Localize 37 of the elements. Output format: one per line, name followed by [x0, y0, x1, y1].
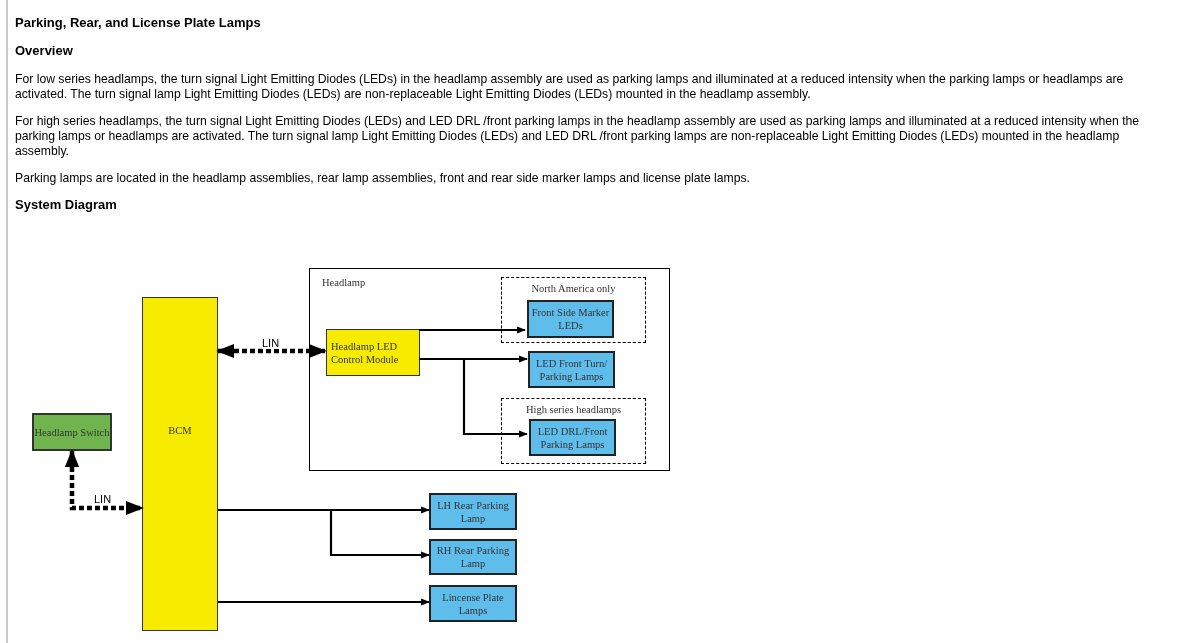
box-label: LH Rear Parking Lamp	[436, 498, 510, 525]
lamp-box	[527, 300, 614, 338]
lamp-box	[429, 539, 517, 575]
arrow	[218, 598, 430, 606]
dashed-group	[501, 277, 646, 343]
page-title: Parking, Rear, and License Plate Lamps	[15, 14, 262, 32]
paragraph: Parking lamps are located in the headlamp assemblies, rear lamp assemblies, front and rear side marker lamps and license plate lamps.	[15, 171, 751, 186]
dashed-group	[501, 398, 646, 464]
headlamp-frame	[309, 268, 670, 471]
edge-label: LIN	[94, 493, 112, 505]
switch-box	[32, 413, 112, 451]
box-label: High series headlamps	[524, 403, 623, 417]
lin-bus-arrow	[216, 343, 327, 359]
bcm-bar	[142, 297, 218, 631]
section-heading: System Diagram	[15, 196, 118, 214]
box-label: Headlamp	[322, 276, 366, 290]
box-label: BCM	[168, 424, 192, 438]
paragraph: For low series headlamps, the turn signal Light Emitting Diodes (LEDs) in the headlamp assembly are used as parking lamps and illuminated at a reduced intensity when the parking lamps or headlamps are activated. The turn signal lamp Light Emitting Diodes (LEDs) are non-replaceable Light Emitting Diodes (LEDs) mounted in the headlamp assembly.	[15, 72, 1125, 102]
box-label: Headlamp LED Control Module	[330, 339, 400, 366]
lamp-box	[429, 493, 517, 530]
box-label: Headlamp Switch	[34, 425, 110, 439]
box-label: North America only	[530, 282, 617, 296]
arrow	[419, 326, 526, 334]
module-box	[326, 329, 420, 376]
box-label: LED Front Turn/ Parking Lamps	[534, 356, 609, 383]
lamp-box	[429, 585, 517, 622]
lin-bus-arrow	[64, 449, 144, 516]
box-label: LED DRL/Front Parking Lamps	[536, 424, 609, 451]
box-label: RH Rear Parking Lamp	[435, 544, 511, 570]
box-label: Lincense Plate Lamps	[441, 590, 505, 617]
lamp-box	[528, 351, 615, 388]
box-label: Front Side Marker LEDs	[530, 306, 611, 332]
arrow	[218, 508, 430, 559]
section-heading: Overview	[15, 42, 74, 60]
paragraph: For high series headlamps, the turn signal Light Emitting Diodes (LEDs) and LED DRL /front parking lamps in the headlamp assembly are used as parking lamps and illuminated at a reduced intensity when the parking lamps or headlamps are activated. The turn signal lamp Light Emitting Diodes (LEDs) and LED DRL /front parking lamps are non-replaceable Light Emitting Diodes (LEDs) mounted in the headlamp assembly.	[15, 114, 1141, 159]
lamp-box	[529, 419, 616, 456]
edge-label: LIN	[262, 337, 280, 349]
